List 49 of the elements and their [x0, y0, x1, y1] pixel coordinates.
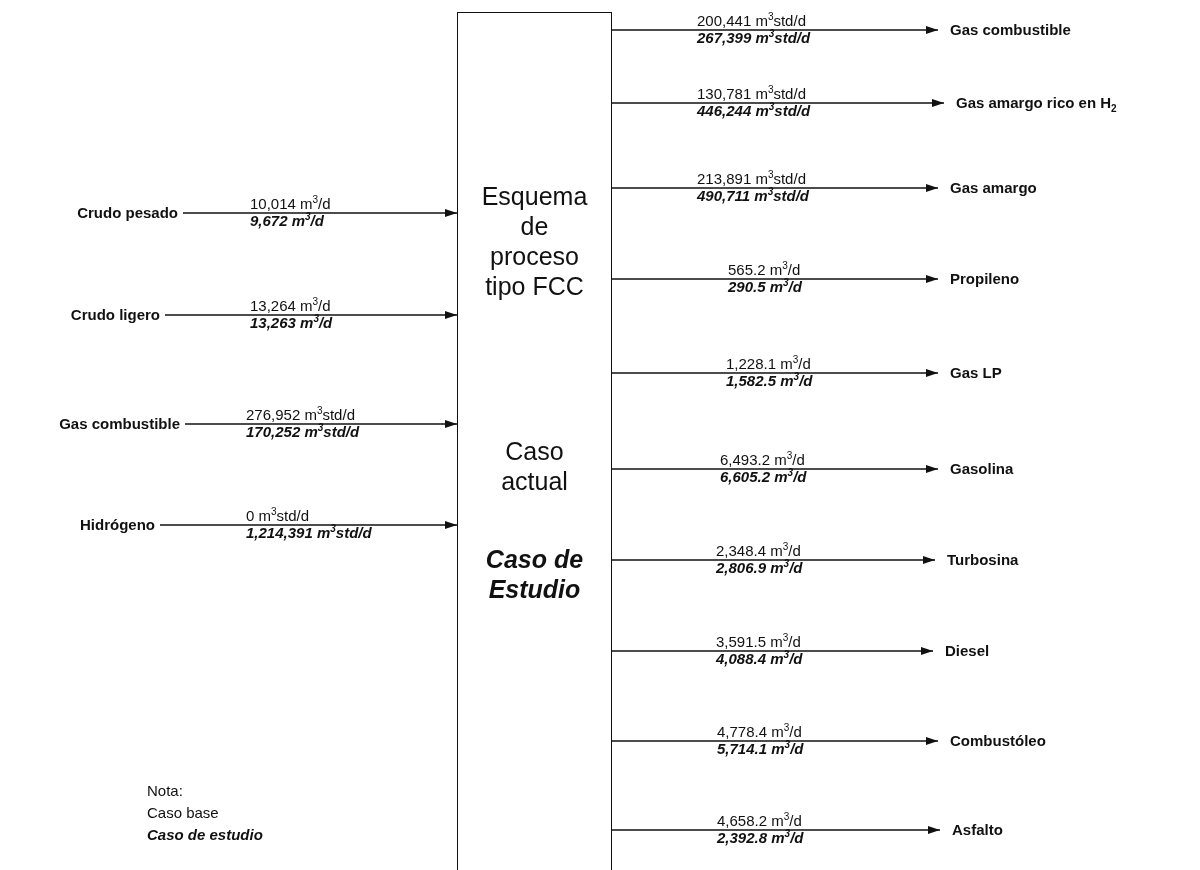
- arrow: [611, 737, 939, 745]
- arrow: [164, 311, 458, 319]
- output-stream-label: Gas amargo rico en H$_{2}$: [956, 94, 1117, 112]
- edge-label: 276,952 m$^{3}$std/d 170,252 m$^{3}$std/d: [246, 406, 360, 440]
- arrow: [611, 826, 941, 834]
- edge-label: 3,591.5 m$^{3}$/d 4,088.4 m$^{3}$/d: [716, 633, 803, 667]
- arrow: [611, 275, 939, 283]
- output-stream-label: Gas combustible: [950, 21, 1071, 39]
- input-stream-label: Hidrógeno: [80, 516, 155, 534]
- output-stream-label: Gas LP: [950, 364, 1002, 382]
- process-box: [457, 12, 612, 870]
- arrow: [159, 521, 458, 529]
- arrow: [611, 556, 936, 564]
- output-stream-label: Gas amargo: [950, 179, 1037, 197]
- edge-label: 200,441 m$^{3}$std/d 267,399 m$^{3}$std/d: [697, 12, 811, 46]
- arrow: [611, 465, 939, 473]
- edge-label: 13,264 m$^{3}$/d 13,263 m$^{3}$/d: [250, 297, 333, 331]
- note-text: Caso base: [147, 803, 219, 823]
- output-stream-label: Propileno: [950, 270, 1020, 288]
- edge-label: 0 m$^{3}$std/d 1,214,391 m$^{3}$std/d: [246, 507, 372, 541]
- edge-label: 6,493.2 m$^{3}$/d 6,605.2 m$^{3}$/d: [720, 451, 807, 485]
- box-title: Esquema de proceso tipo FCC: [480, 181, 589, 301]
- note-text: Caso de estudio: [147, 825, 263, 845]
- output-stream-label: Diesel: [945, 642, 990, 660]
- arrow: [182, 209, 458, 217]
- output-stream-label: Turbosina: [947, 551, 1019, 569]
- input-stream-label: Gas combustible: [59, 415, 180, 433]
- edge-label: 4,658.2 m$^{3}$/d 2,392.8 m$^{3}$/d: [717, 812, 804, 846]
- arrow: [184, 420, 458, 428]
- arrow: [611, 26, 939, 34]
- box-text: Caso de Estudio: [484, 544, 585, 604]
- arrow: [611, 369, 939, 377]
- edge-label: 4,778.4 m$^{3}$/d 5,714.1 m$^{3}$/d: [717, 723, 804, 757]
- note-heading: Nota:: [147, 781, 183, 801]
- output-stream-label: Gasolina: [950, 460, 1014, 478]
- arrow: [611, 184, 939, 192]
- edge-label: 565.2 m$^{3}$/d 290.5 m$^{3}$/d: [728, 261, 802, 295]
- box-text: Caso actual: [500, 436, 569, 496]
- output-stream-label: Combustóleo: [950, 732, 1046, 750]
- input-stream-label: Crudo pesado: [77, 204, 178, 222]
- arrow: [611, 647, 934, 655]
- arrow: [611, 99, 945, 107]
- input-stream-label: Crudo ligero: [70, 306, 160, 324]
- edge-label: 130,781 m$^{3}$std/d 446,244 m$^{3}$std/d: [697, 85, 811, 119]
- edge-label: 10,014 m$^{3}$/d 9,672 m$^{3}$/d: [250, 195, 331, 229]
- edge-label: 213,891 m$^{3}$std/d 490,711 m$^{3}$std/d: [697, 170, 810, 204]
- output-stream-label: Asfalto: [952, 821, 1003, 839]
- edge-label: 1,228.1 m$^{3}$/d 1,582.5 m$^{3}$/d: [726, 355, 813, 389]
- edge-label: 2,348.4 m$^{3}$/d 2,806.9 m$^{3}$/d: [716, 542, 803, 576]
